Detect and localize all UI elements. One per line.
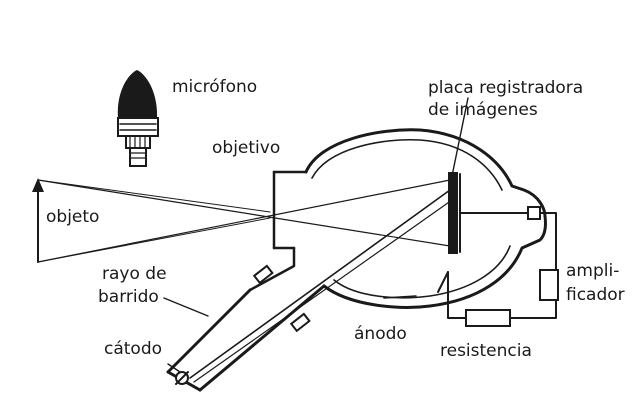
light-rays [37,179,451,263]
label-resistor: resistencia [440,341,532,361]
label-amplifier-line1: ampli- [566,261,619,281]
microphone-icon [117,70,159,167]
label-scan-line1: rayo de [102,264,167,284]
tube-envelope [248,128,547,309]
label-microphone: micrófono [172,77,257,97]
cathode-electrode [175,371,189,385]
label-anode: ánodo [354,324,407,344]
leader-lines [163,97,469,373]
label-plate-line2: de imágenes [428,100,538,120]
label-object: objeto [46,207,99,227]
amplifier-box [539,269,559,301]
label-plate-line1: placa registradora [428,78,583,98]
deflection-coil-lower [289,312,311,333]
signal-lead [459,206,541,220]
label-cathode: cátodo [104,339,162,359]
deflection-coil-upper [252,264,274,285]
image-plate [448,172,461,254]
label-scan-line2: barrido [98,287,159,307]
label-amplifier-line2: ficador [566,285,625,305]
objective-lens [272,170,308,250]
label-objective: objetivo [212,138,280,158]
scanning-beam [189,189,453,383]
resistor-box [465,309,511,327]
external-circuit [383,212,557,319]
object-arrow [32,178,44,263]
